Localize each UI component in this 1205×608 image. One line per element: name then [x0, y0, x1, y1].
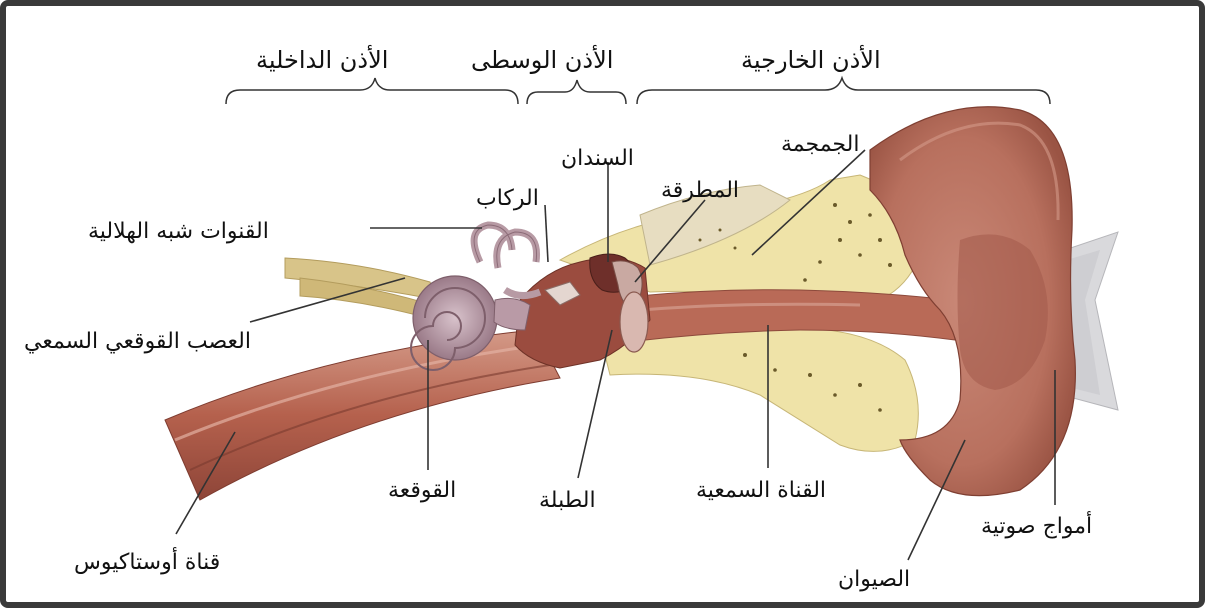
section-middle-ear: الأذن الوسطى — [471, 48, 613, 72]
eardrum — [620, 292, 648, 352]
label-semicircular-canals: القنوات شبه الهلالية — [88, 221, 269, 243]
ear-illustration — [6, 6, 1199, 602]
section-braces — [226, 78, 1050, 104]
label-stapes: الركاب — [476, 188, 539, 210]
eustachian-tube — [165, 330, 560, 500]
label-auditory-canal: القناة السمعية — [696, 480, 826, 502]
label-eardrum: الطبلة — [539, 490, 596, 512]
label-malleus: المطرقة — [661, 180, 739, 202]
section-outer-ear: الأذن الخارجية — [741, 48, 881, 72]
label-auditory-nerve: العصب القوقعي السمعي — [24, 331, 251, 353]
label-skull: الجمجمة — [781, 134, 859, 156]
label-cochlea: القوقعة — [388, 480, 456, 502]
label-pinna: الصيوان — [838, 569, 910, 591]
label-sound-waves: أمواج صوتية — [981, 516, 1092, 538]
label-incus: السندان — [561, 148, 634, 170]
section-inner-ear: الأذن الداخلية — [256, 48, 388, 72]
label-eustachian-tube: قناة أوستاكيوس — [74, 552, 220, 574]
